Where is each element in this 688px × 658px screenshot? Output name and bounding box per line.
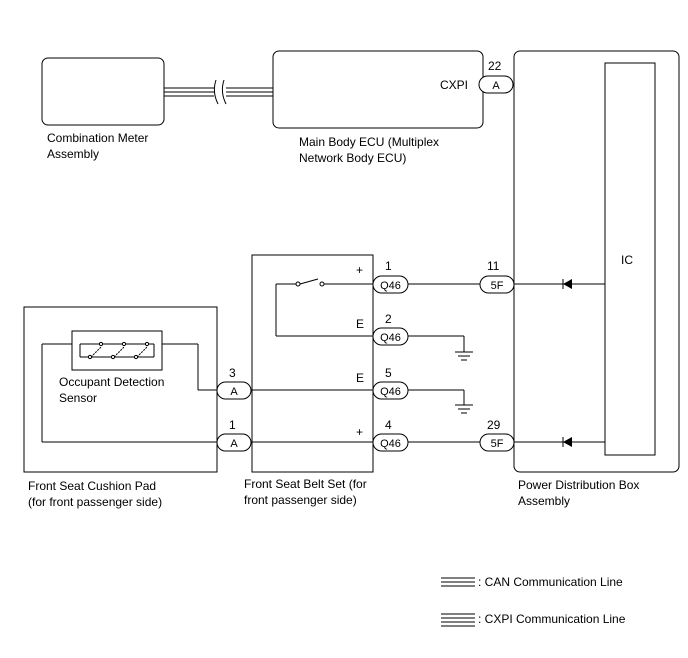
connector-name: 5F (491, 280, 504, 292)
connector-pdb-11: 11 5F (479, 259, 515, 294)
ic-label: IC (621, 253, 633, 267)
connector-name: Q46 (380, 438, 401, 450)
connector-name: Q46 (380, 332, 401, 344)
ground-icon (455, 404, 473, 414)
connector-pin-number: 1 (229, 418, 236, 432)
connector-pin-number: 5 (385, 366, 392, 380)
connector-belt-2: 2 Q46 (372, 312, 409, 346)
connector-pin-number: 4 (385, 418, 392, 432)
combination-meter-box (41, 57, 165, 126)
belt-plus-signal: + (356, 263, 363, 277)
belt-ground-signal-2: E (356, 371, 364, 385)
occupant-detection-sensor-label-line1: Occupant Detection (59, 375, 164, 389)
connector-name: Q46 (380, 386, 401, 398)
front-seat-cushion-pad-component: Occupant Detection Sensor Front Seat Cus… (23, 306, 218, 509)
combination-meter-label-line2: Assembly (47, 147, 99, 161)
occupant-sensor-switch-icon (41, 341, 217, 443)
connector-belt-1: 1 Q46 (372, 259, 409, 294)
front-seat-belt-set-label-line2: front passenger side) (244, 493, 357, 507)
front-seat-belt-set-component: + E E + Front Seat Belt Set (for front p… (244, 254, 374, 507)
belt-plus-signal-2: + (356, 425, 363, 439)
main-body-ecu-label-line1: Main Body ECU (Multiplex (299, 135, 439, 149)
power-distribution-box-label-line2: Assembly (518, 494, 570, 508)
occupant-detection-sensor-label-line2: Sensor (59, 391, 97, 405)
connector-pdb-29: 29 5F (479, 418, 515, 452)
ground-icon (455, 351, 473, 361)
connector-pin-number: 29 (487, 418, 501, 432)
legend-item-cxpi: : CXPI Communication Line (441, 612, 626, 627)
connector-pin-number: 11 (487, 259, 500, 273)
legend: : CAN Communication Line : CXPI Communic… (441, 575, 626, 627)
connector-pin-number: 3 (229, 366, 236, 380)
wire-break-mark (213, 79, 219, 105)
combination-meter-component: Combination Meter Assembly (41, 57, 165, 161)
connector-belt-5: 5 Q46 (372, 366, 409, 400)
power-distribution-box-label-line1: Power Distribution Box (518, 478, 639, 492)
can-communication-line (164, 79, 273, 105)
belt-ground-signal: E (356, 317, 364, 331)
buckle-switch-icon (275, 278, 373, 337)
diode-icon (514, 279, 605, 289)
wire-break-mark (221, 79, 227, 105)
connector-ecu-cxpi: 22 A (478, 59, 514, 94)
front-seat-cushion-pad-label-line2: (for front passenger side) (28, 495, 162, 509)
legend-item-can: : CAN Communication Line (441, 575, 623, 589)
connector-name: 5F (491, 438, 504, 450)
front-seat-cushion-pad-label-line1: Front Seat Cushion Pad (28, 479, 156, 493)
front-seat-belt-set-box (251, 254, 374, 473)
diode-icon (514, 437, 605, 447)
main-body-ecu-component: CXPI Main Body ECU (Multiplex Network Bo… (272, 50, 484, 165)
connector-name: A (492, 80, 500, 92)
ic-block (604, 62, 656, 456)
occupant-detection-sensor-box (71, 330, 163, 371)
cxpi-signal-label: CXPI (440, 78, 468, 92)
combination-meter-label-line1: Combination Meter (47, 131, 148, 145)
front-seat-belt-set-label-line1: Front Seat Belt Set (for (244, 477, 367, 491)
legend-label: : CXPI Communication Line (478, 612, 626, 626)
power-distribution-box-component: IC Power Distribution Box Assembly (513, 50, 680, 508)
connector-name: A (230, 386, 238, 398)
main-body-ecu-label-line2: Network Body ECU) (299, 151, 406, 165)
connector-belt-4: 4 Q46 (372, 418, 409, 452)
legend-label: : CAN Communication Line (478, 575, 623, 589)
connector-name: Q46 (380, 280, 401, 292)
connector-cushion-1: 1 A (216, 418, 252, 452)
connector-pin-number: 2 (385, 312, 392, 326)
connector-name: A (230, 438, 238, 450)
connector-pin-number: 22 (488, 59, 502, 73)
connector-pin-number: 1 (385, 259, 392, 273)
connector-cushion-3: 3 A (216, 366, 252, 400)
